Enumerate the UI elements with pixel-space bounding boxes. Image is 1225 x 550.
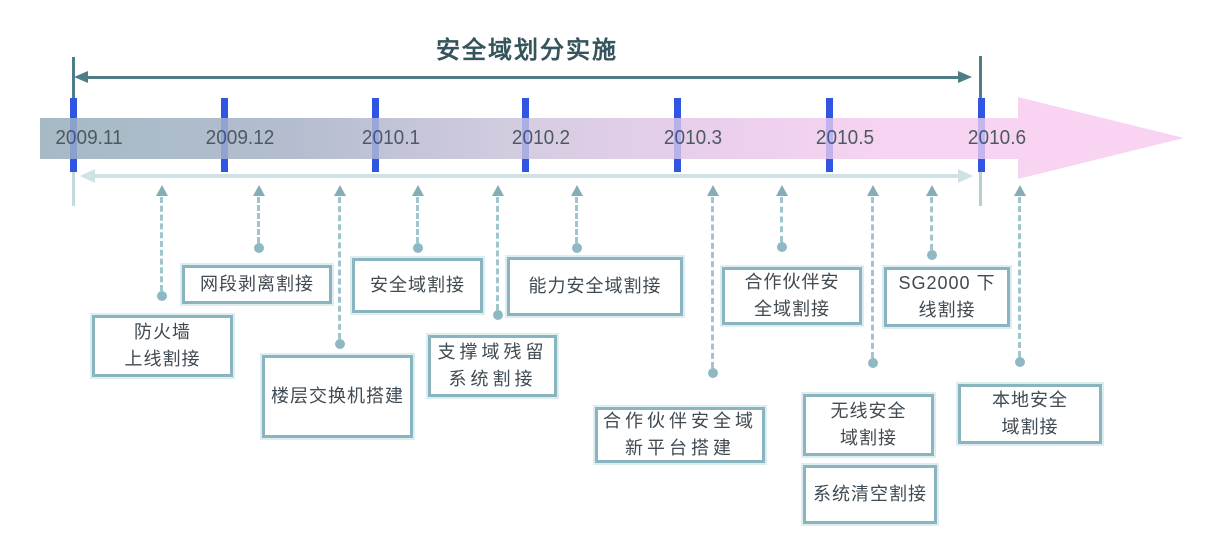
end-boundary-line-bottom (979, 159, 982, 206)
connector-dot-icon (1015, 357, 1025, 367)
timeline-tick-band (674, 118, 681, 159)
timeline-tick-band (221, 118, 228, 159)
connector-arrow-up-icon (926, 185, 938, 196)
connector-dot-icon (335, 339, 345, 349)
connector-dashed-line (338, 197, 341, 339)
timeline-tick-lower (372, 159, 379, 172)
timeline-tick-lower (826, 159, 833, 172)
connector-dot-icon (708, 368, 718, 378)
connector-dashed-line (780, 197, 783, 242)
connector-dot-icon (927, 250, 937, 260)
connector-dashed-line (575, 197, 578, 243)
timeline-tick-upper (674, 98, 681, 118)
connector-dashed-line (711, 197, 714, 368)
span-arrowhead-right-icon (958, 71, 972, 83)
diagram-title: 安全域划分实施 (436, 37, 618, 64)
timeline-tick-upper (978, 98, 985, 118)
timeline-tick-lower (522, 159, 529, 172)
timeline-tick-upper (826, 98, 833, 118)
connector-dashed-line (416, 197, 419, 243)
connector-dot-icon (157, 291, 167, 301)
milestone-box-firewall-online-cutover: 防火墙 上线割接 (92, 315, 233, 377)
timeline-tick-upper (522, 98, 529, 118)
timeline-tick-upper (372, 98, 379, 118)
timeline-tick-upper (70, 98, 77, 118)
connector-dashed-line (257, 197, 260, 243)
start-boundary-line-top (72, 57, 75, 118)
connector-dot-icon (254, 243, 264, 253)
connector-dot-icon (413, 243, 423, 253)
timeline-tick-band (70, 118, 77, 159)
connector-dot-icon (868, 358, 878, 368)
milestone-box-partner-security-domain-new-platform-setup: 合作伙伴安全域 新平台搭建 (595, 407, 765, 463)
connector-arrow-up-icon (412, 185, 424, 196)
end-boundary-line-top (979, 56, 982, 118)
milestone-box-wireless-security-domain-cutover: 无线安全 域割接 (803, 394, 934, 456)
connector-dot-icon (777, 242, 787, 252)
timeline-arrowhead-icon (1018, 97, 1184, 179)
secondary-arrowhead-right-icon (958, 169, 973, 183)
milestone-box-capability-security-domain-cutover: 能力安全域割接 (507, 257, 683, 316)
timeline-tick-band (826, 118, 833, 159)
implementation-span-arrow-line (82, 76, 964, 79)
span-arrowhead-left-icon (74, 71, 88, 83)
connector-dashed-line (871, 197, 874, 358)
connector-arrow-up-icon (1014, 185, 1026, 196)
date-label-2010-5: 2010.5 (815, 127, 875, 149)
connector-arrow-up-icon (571, 185, 583, 196)
connector-arrow-up-icon (707, 185, 719, 196)
timeline-tick-lower (70, 159, 77, 172)
date-label-2010-2: 2010.2 (511, 127, 571, 149)
connector-arrow-up-icon (776, 185, 788, 196)
connector-dashed-line (160, 197, 163, 291)
milestone-box-floor-switch-setup: 楼层交换机搭建 (262, 355, 413, 438)
timeline-band (40, 118, 1018, 159)
date-label-2010-3: 2010.3 (663, 127, 723, 149)
timeline-tick-lower (674, 159, 681, 172)
start-boundary-line-bottom (72, 159, 75, 206)
milestone-box-security-domain-cutover: 安全域割接 (352, 258, 483, 313)
milestone-box-sg2000-offline-cutover: SG2000 下 线割接 (884, 267, 1010, 327)
timeline-tick-band (372, 118, 379, 159)
connector-arrow-up-icon (492, 185, 504, 196)
connector-dot-icon (572, 243, 582, 253)
secondary-span-arrow-line (92, 174, 958, 178)
secondary-arrowhead-left-icon (80, 169, 95, 183)
connector-arrow-up-icon (253, 185, 265, 196)
milestone-box-partner-security-domain-cutover: 合作伙伴安 全域割接 (722, 267, 862, 325)
connector-arrow-up-icon (867, 185, 879, 196)
date-label-2009-11: 2009.11 (55, 127, 123, 149)
connector-arrow-up-icon (334, 185, 346, 196)
date-label-2009-12: 2009.12 (205, 127, 275, 149)
connector-dot-icon (493, 310, 503, 320)
milestone-box-network-segment-separation-cutover: 网段剥离割接 (182, 265, 332, 304)
date-label-2010-1: 2010.1 (361, 127, 421, 149)
timeline-tick-band (978, 118, 985, 159)
connector-dashed-line (930, 197, 933, 250)
timeline-tick-upper (221, 98, 228, 118)
milestone-box-support-domain-residual-system-cutover: 支撑域残留 系统割接 (428, 335, 557, 397)
milestone-box-local-security-domain-cutover: 本地安全 域割接 (958, 384, 1102, 444)
date-label-2010-6: 2010.6 (967, 127, 1027, 149)
connector-dashed-line (496, 197, 499, 310)
connector-arrow-up-icon (156, 185, 168, 196)
timeline-tick-lower (978, 159, 985, 172)
connector-dashed-line (1018, 197, 1021, 357)
milestone-box-system-clearing-cutover: 系统清空割接 (803, 465, 937, 524)
timeline-tick-lower (221, 159, 228, 172)
timeline-tick-band (522, 118, 529, 159)
